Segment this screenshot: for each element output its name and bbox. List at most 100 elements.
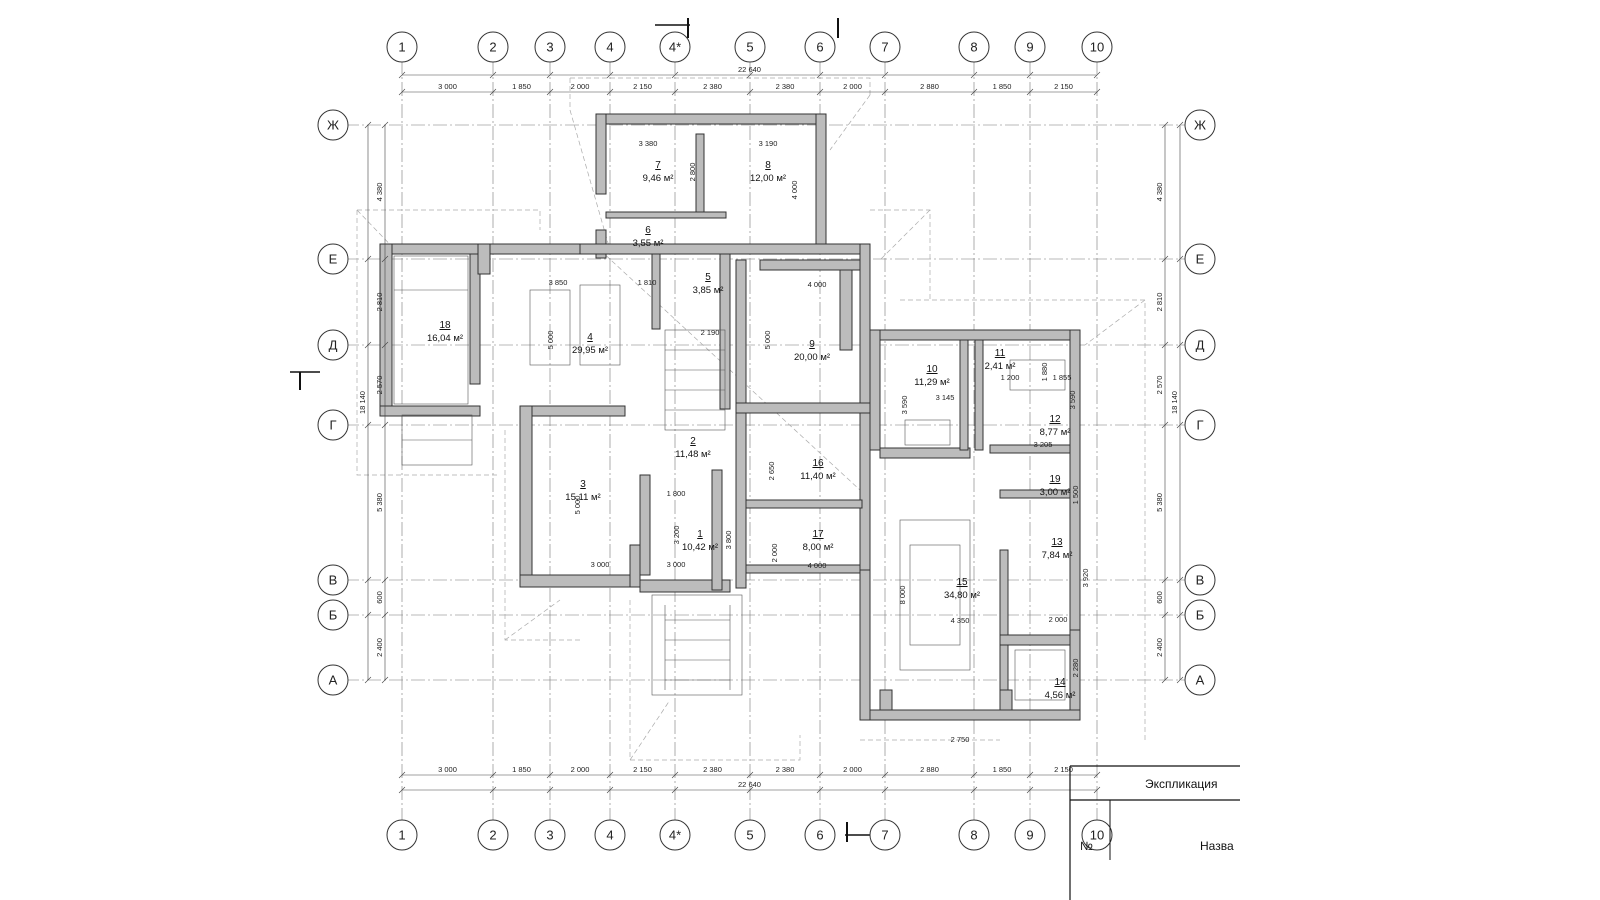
axis-label: Г [329,418,336,433]
dimension-value: 2 380 [703,765,722,774]
inner-dimension: 5 000 [546,331,555,350]
axis-bubble-top: 9 [1014,31,1046,63]
room-area: 9,46 м² [643,173,674,184]
axis-bubble-bottom: 10 [1081,819,1113,851]
room-area: 11,48 м² [675,449,710,460]
axis-label: Е [1196,252,1205,267]
axis-bubble-top: 4* [659,31,691,63]
inner-dimension: 3 000 [667,560,686,569]
axis-label: Д [329,338,338,353]
dimension-value: 2 400 [375,638,384,657]
room-label-19: 193,00 м² [1040,474,1071,498]
inner-dimension: 3 590 [900,396,909,415]
axis-label: 9 [1026,828,1033,843]
room-area: 3,85 м² [693,285,724,296]
room-number: 3 [580,479,586,490]
title-block: Экспликация № Назва [1069,765,1240,900]
inner-dimension: 2 000 [1049,615,1068,624]
dimension-value: 2 380 [703,82,722,91]
room-area: 10,42 м² [682,542,718,553]
dimension-value: 2 380 [776,82,795,91]
axis-label: 5 [746,40,753,55]
axis-bubble-left: Д [317,329,349,361]
room-label-8: 812,00 м² [750,160,786,184]
dimension-value: 5 380 [375,493,384,512]
axis-bubble-left: Ж [317,109,349,141]
axis-label: 3 [546,40,553,55]
axis-bubble-bottom: 2 [477,819,509,851]
axis-label: 1 [398,828,405,843]
axis-bubble-left: В [317,564,349,596]
axis-label: 6 [816,828,823,843]
dimension-value: 1 850 [993,765,1012,774]
inner-dimension: 4 000 [808,280,827,289]
room-number: 16 [812,458,824,469]
axis-label: Е [329,252,338,267]
axis-label: 4* [669,40,681,55]
axis-label: 1 [398,40,405,55]
inner-dimension: 1 810 [638,278,657,287]
room-area: 16,04 м² [427,333,463,344]
inner-dimension: 8 000 [898,586,907,605]
axis-bubble-top: 3 [534,31,566,63]
axis-bubble-bottom: 7 [869,819,901,851]
inner-dimension: 3 190 [759,139,778,148]
inner-dimension: 3 800 [724,531,733,550]
room-label-14: 144,56 м² [1045,677,1076,701]
room-number: 5 [705,272,711,283]
room-label-2: 211,48 м² [675,436,710,460]
inner-dimension: 2 750 [951,735,970,744]
axis-bubble-right: А [1184,664,1216,696]
dimension-value: 2 570 [1155,376,1164,395]
axis-label: 3 [546,828,553,843]
axis-label: 5 [746,828,753,843]
room-number: 17 [812,529,824,540]
room-label-13: 137,84 м² [1042,537,1073,561]
room-label-17: 17 8,00 м² [803,529,834,553]
room-label-9: 920,00 м² [794,339,830,363]
explication-col-num: № [1080,839,1093,853]
axis-bubble-right: Г [1184,409,1216,441]
room-label-12: 12 8,77 м² [1040,414,1071,438]
axis-label: А [329,673,338,688]
inner-dimension: 2 190 [701,328,720,337]
room-area: 20,00 м² [794,352,830,363]
room-number: 12 [1049,414,1061,425]
room-number: 13 [1051,537,1063,548]
axis-label: В [329,573,338,588]
room-area: 11,29 м² [914,377,949,388]
room-label-1: 110,42 м² [682,529,718,553]
room-number: 4 [587,332,593,343]
axis-label: Б [329,608,338,623]
axis-bubble-left: Б [317,599,349,631]
dimension-value: 1 850 [993,82,1012,91]
room-area: 34,80 м² [944,590,980,601]
inner-dimension: 2 000 [770,544,779,563]
axis-bubble-bottom: 5 [734,819,766,851]
axis-label: 2 [489,828,496,843]
dimension-value: 2 150 [1054,82,1073,91]
dimension-value: 2 810 [375,293,384,312]
dimension-value: 2 810 [1155,293,1164,312]
axis-bubble-top: 10 [1081,31,1113,63]
axis-label: Ж [327,118,339,133]
room-area: 8,77 м² [1040,427,1071,438]
inner-dimension: 3 920 [1081,569,1090,588]
dimension-value: 2 880 [920,82,939,91]
inner-dimension: 4 000 [790,181,799,200]
inner-dimension: 1 800 [667,489,686,498]
room-label-3: 315,11 м² [565,479,600,503]
axis-label: Д [1196,338,1205,353]
room-area: 8,00 м² [803,542,834,553]
dimension-value: 4 380 [1155,183,1164,202]
inner-dimension: 1 200 [1001,373,1020,382]
inner-dimension: 3 590 [1068,391,1077,410]
inner-dimension: 1 855 [1053,373,1072,382]
